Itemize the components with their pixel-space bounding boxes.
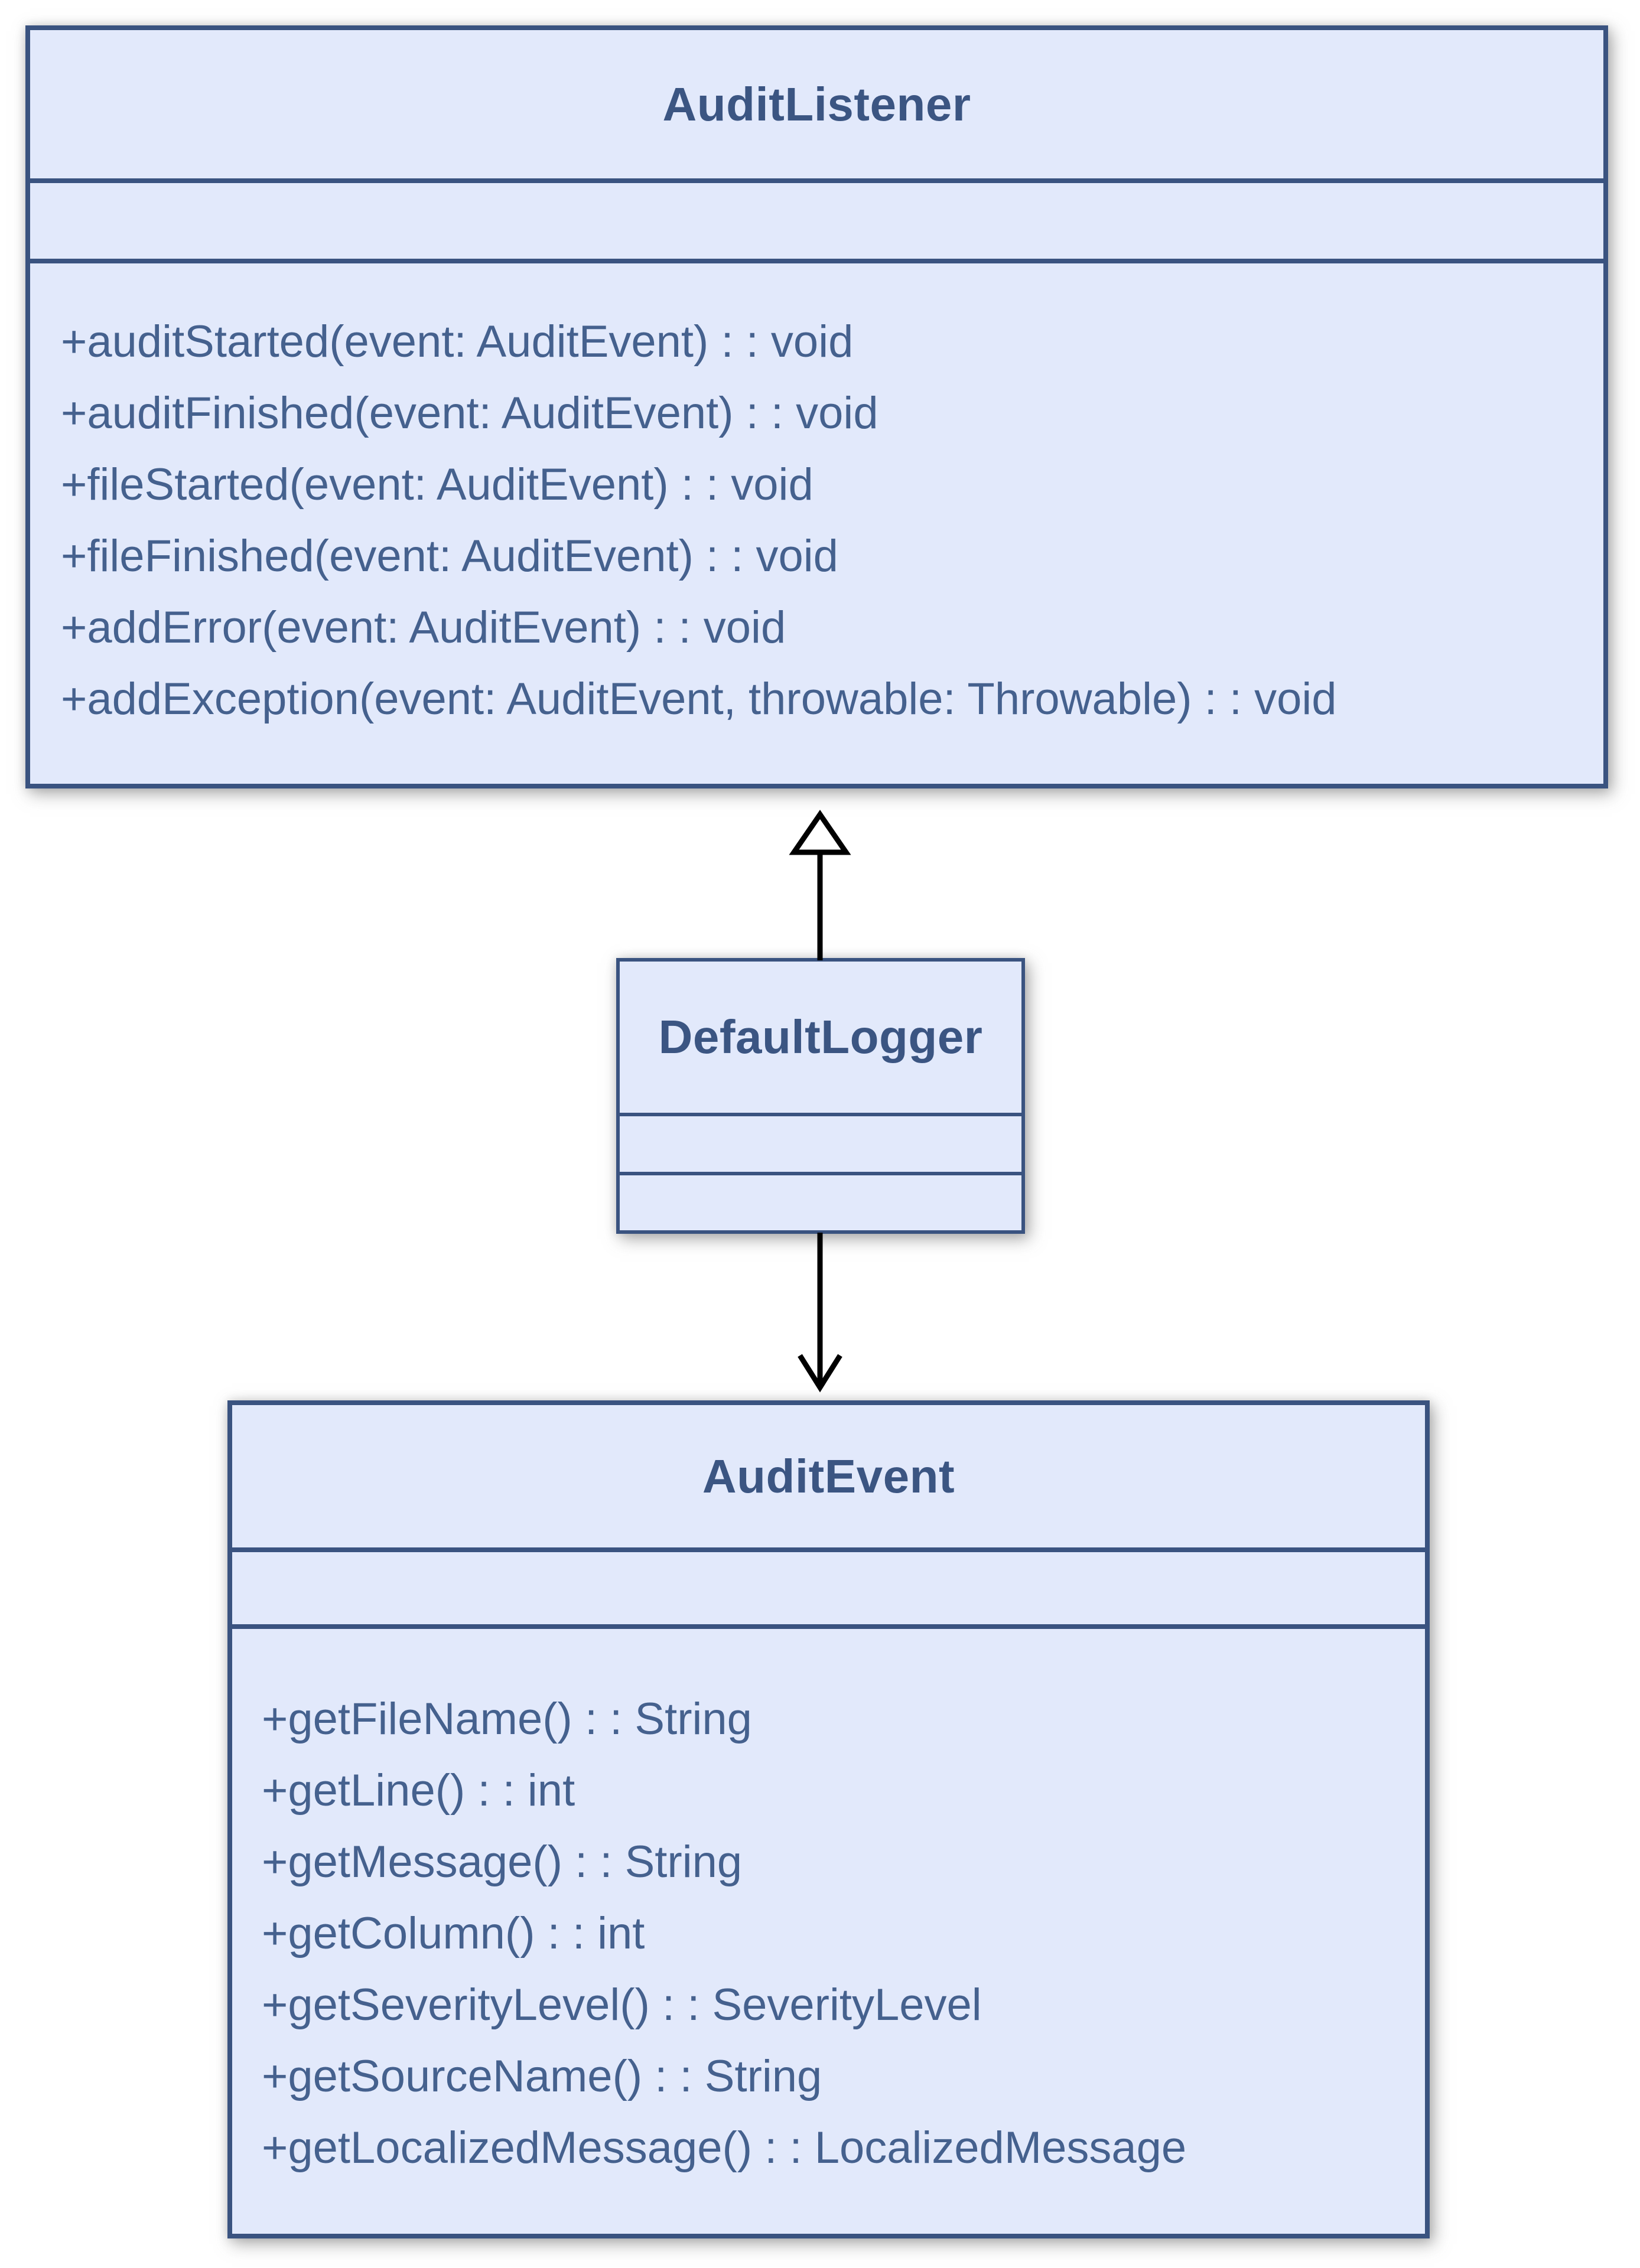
class-methods-compartment: +auditStarted(event: AuditEvent) : : voi… — [30, 259, 1603, 784]
class-name: DefaultLogger — [658, 1011, 983, 1063]
method-signature: +getSeverityLevel() : : SeverityLevel — [262, 1980, 982, 2030]
method-signature: +getSourceName() : : String — [262, 2051, 822, 2101]
method-signature: +getColumn() : : int — [262, 1908, 645, 1959]
class-methods-compartment — [620, 1172, 1021, 1230]
class-attributes-compartment — [620, 1113, 1021, 1172]
class-box-auditevent: AuditEvent +getFileName() : : String +ge… — [227, 1400, 1430, 2238]
class-attributes-compartment — [30, 178, 1603, 259]
hollow-triangle-arrowhead — [789, 810, 851, 855]
class-name: AuditEvent — [702, 1449, 955, 1503]
class-title-compartment: AuditEvent — [232, 1405, 1425, 1547]
method-signature: +getFileName() : : String — [262, 1694, 752, 1744]
association-arrow — [798, 1233, 842, 1393]
class-name: AuditListener — [662, 77, 971, 131]
method-signature: +auditStarted(event: AuditEvent) : : voi… — [61, 317, 854, 367]
method-signature: +getLocalizedMessage() : : LocalizedMess… — [262, 2123, 1187, 2173]
method-signature: +addError(event: AuditEvent) : : void — [61, 602, 786, 653]
realization-arrow — [789, 810, 851, 960]
method-signature: +fileFinished(event: AuditEvent) : : voi… — [61, 531, 838, 581]
class-attributes-compartment — [232, 1547, 1425, 1624]
method-signature: +getMessage() : : String — [262, 1837, 743, 1887]
method-signature: +fileStarted(event: AuditEvent) : : void — [61, 460, 814, 510]
class-box-auditlistener: AuditListener +auditStarted(event: Audit… — [25, 25, 1608, 788]
method-signature: +addException(event: AuditEvent, throwab… — [61, 674, 1337, 724]
class-methods-compartment: +getFileName() : : String +getLine() : :… — [232, 1624, 1425, 2234]
class-box-defaultlogger: DefaultLogger — [616, 958, 1025, 1234]
method-signature: +auditFinished(event: AuditEvent) : : vo… — [61, 388, 878, 438]
class-title-compartment: AuditListener — [30, 30, 1603, 178]
class-title-compartment: DefaultLogger — [620, 962, 1021, 1113]
open-arrowhead — [798, 1354, 842, 1393]
method-signature: +getLine() : : int — [262, 1765, 575, 1816]
